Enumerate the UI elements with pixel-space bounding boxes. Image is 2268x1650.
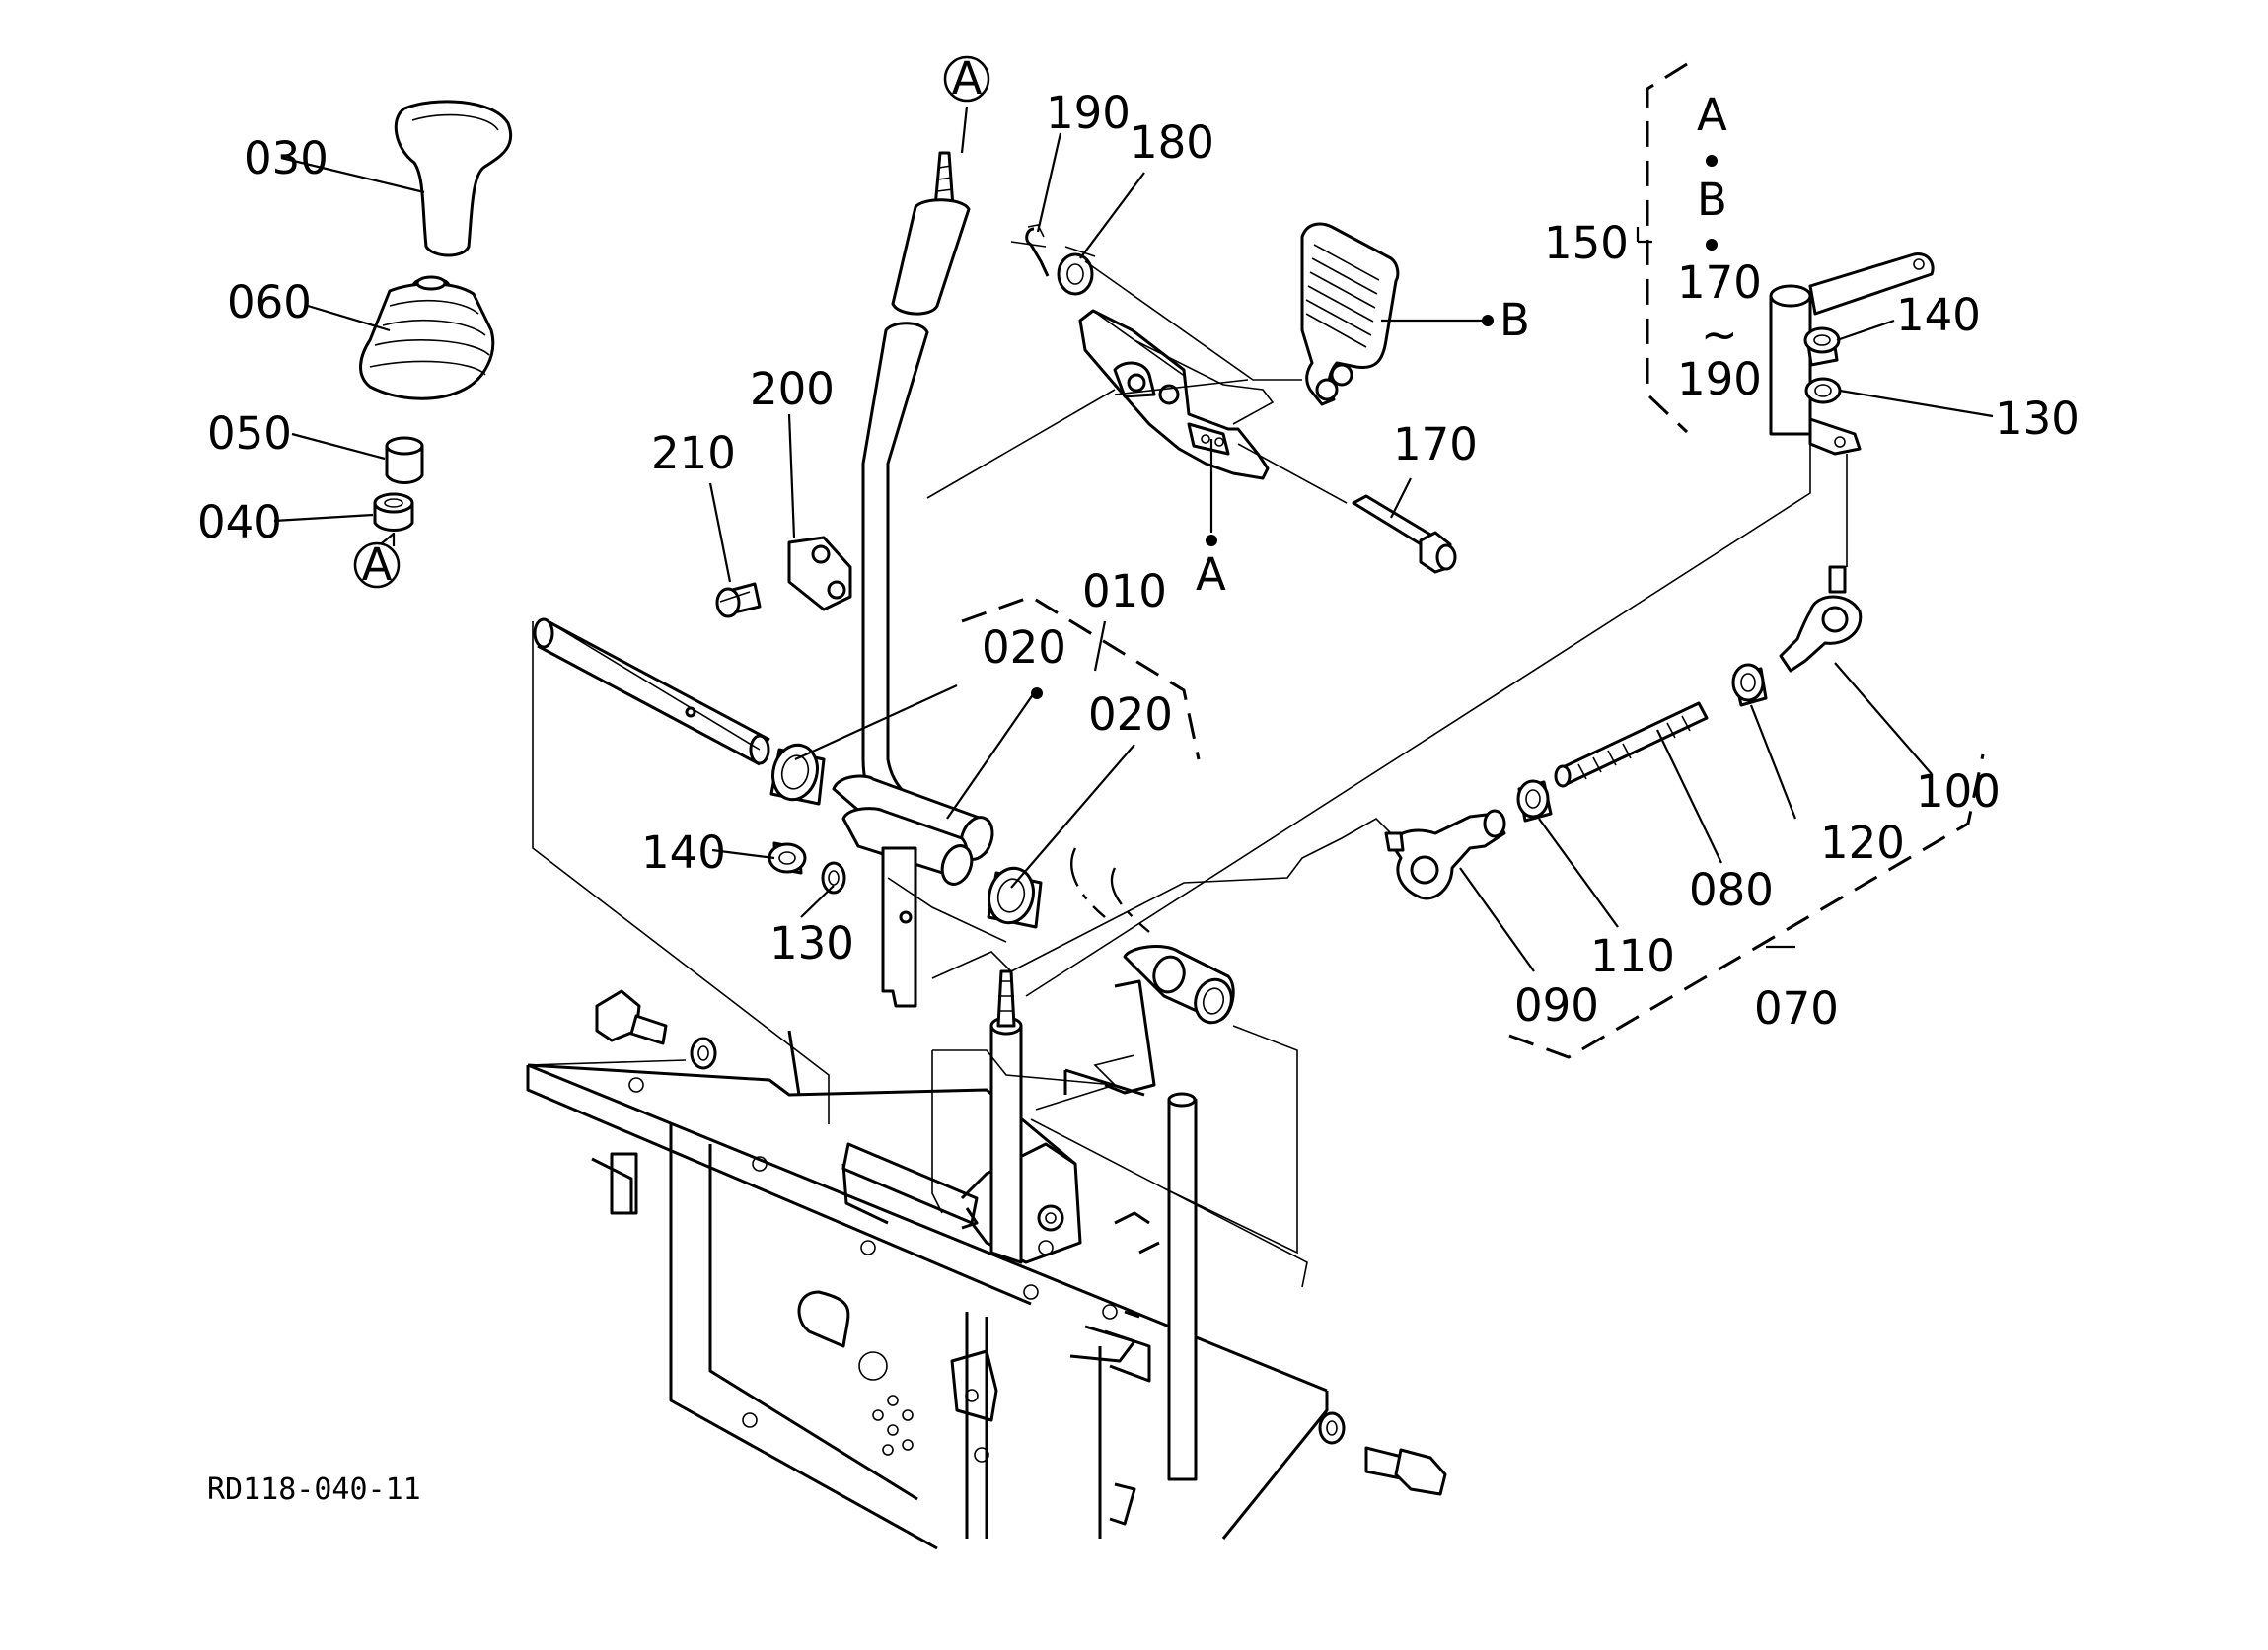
right-shaft-pipe — [1070, 847, 1235, 1025]
assembly-lines — [527, 241, 1848, 1288]
nut-120 — [1731, 663, 1768, 707]
set-note-line3: 170 — [1677, 256, 1762, 309]
label-020-right: 020 — [1088, 688, 1173, 741]
label-130-mid: 130 — [769, 917, 854, 969]
label-140-top: 140 — [1896, 289, 1981, 341]
dash-frame — [526, 1030, 1329, 1550]
label-130-top: 130 — [1995, 393, 2080, 445]
pin-170 — [1352, 494, 1457, 574]
knob-assembly — [359, 100, 513, 546]
drawing-code: RD118-040-11 — [207, 1472, 421, 1507]
circle-a-knob-text: A — [362, 538, 393, 591]
label-140-mid: 140 — [641, 826, 726, 879]
frame-posts — [989, 969, 1198, 1481]
nut-140-top — [1803, 326, 1841, 367]
washer-180 — [1057, 252, 1094, 296]
label-080: 080 — [1689, 864, 1774, 916]
shift-lever — [832, 151, 994, 1008]
leader-lines — [273, 106, 1994, 972]
group-010-bracket — [961, 595, 1201, 760]
washer-130-mid — [821, 861, 846, 895]
bushing-020-left — [769, 743, 826, 806]
cotter-pin-190 — [1025, 224, 1050, 277]
circle-a-knob: A — [353, 538, 401, 591]
group-070-bracket — [1508, 753, 1985, 1059]
bolt-lower-right — [1318, 1411, 1447, 1496]
labels: 030 060 050 040 210 200 190 180 170 150 … — [197, 87, 2080, 1507]
bolt-210 — [715, 582, 762, 618]
ball-joint-090 — [1384, 809, 1506, 900]
label-060: 060 — [227, 276, 312, 328]
circle-a-lever: A — [943, 52, 990, 105]
label-190: 190 — [1046, 87, 1131, 139]
marker-a: A — [1196, 548, 1226, 601]
label-030: 030 — [244, 132, 329, 184]
label-010: 010 — [1082, 565, 1167, 617]
label-020-left: 020 — [982, 621, 1066, 674]
bracket-200 — [787, 536, 852, 611]
set-note-line2: B — [1697, 174, 1727, 226]
label-210: 210 — [651, 427, 736, 479]
label-180: 180 — [1130, 116, 1214, 169]
pedal-bracket — [1078, 309, 1275, 480]
pedal-pad — [1300, 222, 1400, 406]
set-note-line4: 190 — [1677, 353, 1762, 405]
set-note-line1: A — [1697, 89, 1727, 141]
nut-110 — [1516, 779, 1553, 823]
circle-a-lever-text: A — [952, 52, 983, 105]
reference-dots — [1031, 155, 1718, 699]
label-040: 040 — [197, 496, 282, 548]
label-120: 120 — [1820, 817, 1905, 869]
label-050: 050 — [207, 407, 292, 460]
marker-b: B — [1500, 294, 1530, 346]
set-note-tilde: ~ — [1701, 309, 1738, 361]
shaft — [533, 617, 770, 766]
arm-150 — [1769, 252, 1935, 456]
label-150: 150 — [1544, 217, 1629, 269]
rod-080 — [1554, 701, 1709, 788]
bushing-020-right — [987, 866, 1043, 929]
nut-140-mid — [768, 841, 807, 875]
label-090: 090 — [1514, 979, 1599, 1032]
label-100: 100 — [1916, 765, 2001, 818]
label-200: 200 — [750, 363, 835, 415]
label-110: 110 — [1590, 930, 1675, 982]
ball-joint-100 — [1779, 565, 1863, 673]
label-070: 070 — [1754, 982, 1839, 1035]
label-170: 170 — [1393, 418, 1478, 470]
washer-130-top — [1804, 377, 1842, 404]
bolt-lower-left — [595, 989, 717, 1070]
